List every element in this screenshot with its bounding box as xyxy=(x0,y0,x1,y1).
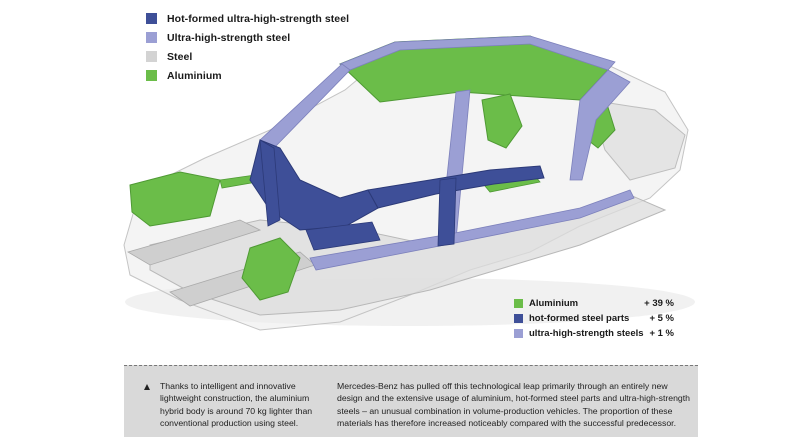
info-body-text: Mercedes-Benz has pulled off this techno… xyxy=(337,381,691,429)
front-longitudinal xyxy=(126,219,262,266)
share-swatch xyxy=(514,314,523,323)
share-row-hot-formed: hot-formed steel parts + 5 % xyxy=(514,311,674,326)
hot-formed-a-pillar-lower xyxy=(259,139,281,227)
legend-label: Hot-formed ultra-high-strength steel xyxy=(167,12,350,25)
legend-item-aluminium: Aluminium xyxy=(146,66,349,85)
info-divider xyxy=(124,365,698,366)
legend-swatch xyxy=(146,51,157,62)
info-lead-text: Thanks to intelligent and innovative lig… xyxy=(160,381,313,429)
hot-formed-b-pillar-base xyxy=(437,177,457,247)
legend-swatch xyxy=(146,70,157,81)
hot-formed-crossmember xyxy=(305,221,381,251)
legend-item-steel: Steel xyxy=(146,47,349,66)
share-row-aluminium: Aluminium + 39 % xyxy=(514,296,674,311)
share-label: Aluminium xyxy=(529,298,579,309)
material-legend: Hot-formed ultra-high-strength steel Ult… xyxy=(146,9,349,85)
aluminium-front-panel xyxy=(129,171,221,227)
aluminium-rear-panel xyxy=(481,93,523,149)
triangle-bullet-icon xyxy=(144,384,150,390)
legend-swatch xyxy=(146,32,157,43)
share-row-ultra-high-strength: ultra-high-strength steels + 1 % xyxy=(514,326,674,341)
legend-item-ultra-high-strength: Ultra-high-strength steel xyxy=(146,28,349,47)
ultra-high-strength-c-pillar xyxy=(569,69,631,181)
share-swatch xyxy=(514,329,523,338)
share-label: hot-formed steel parts xyxy=(529,313,630,324)
share-value: + 39 % xyxy=(644,298,674,309)
aluminium-strut-tower xyxy=(241,237,301,301)
ultra-high-strength-sill xyxy=(309,189,635,271)
legend-label: Aluminium xyxy=(167,69,222,82)
share-swatch xyxy=(514,299,523,308)
share-label: ultra-high-strength steels xyxy=(529,328,644,339)
info-box: Thanks to intelligent and innovative lig… xyxy=(124,365,698,437)
share-value: + 1 % xyxy=(649,328,674,339)
legend-swatch xyxy=(146,13,157,24)
legend-item-hot-formed: Hot-formed ultra-high-strength steel xyxy=(146,9,349,28)
legend-label: Steel xyxy=(167,50,193,63)
material-share-table: Aluminium + 39 % hot-formed steel parts … xyxy=(514,296,674,341)
rear-deck xyxy=(589,99,686,181)
car-body-illustration xyxy=(123,35,695,331)
share-value: + 5 % xyxy=(649,313,674,324)
legend-label: Ultra-high-strength steel xyxy=(167,31,291,44)
